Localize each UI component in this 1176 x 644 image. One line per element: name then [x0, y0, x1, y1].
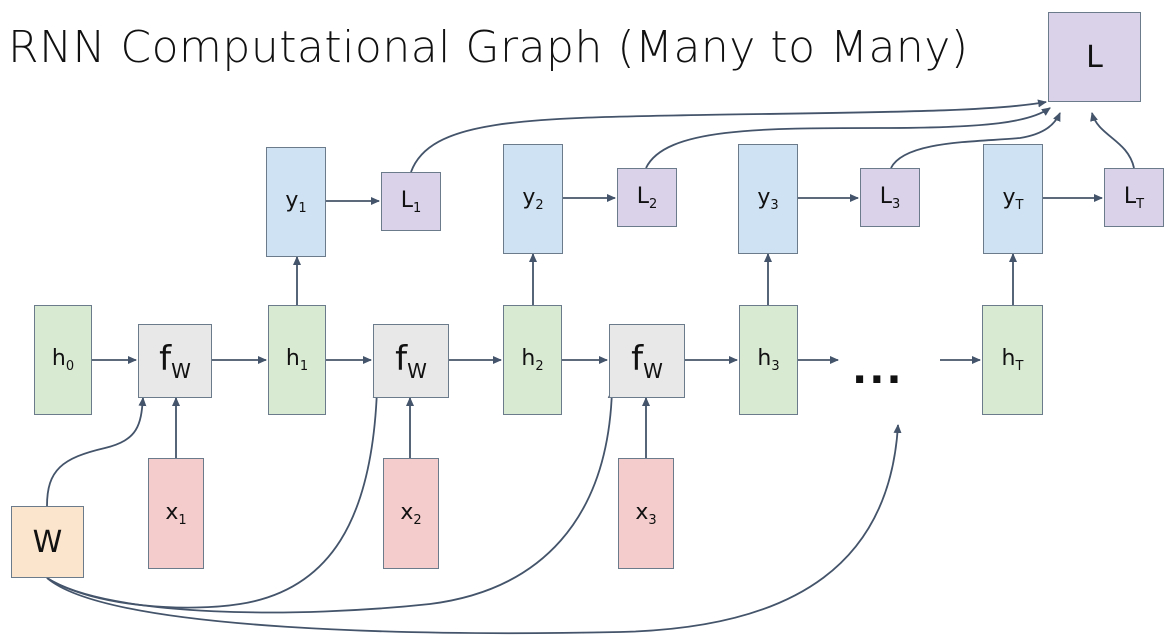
edge-L3-L [890, 112, 1061, 169]
sequence-ellipsis: ... [852, 347, 904, 393]
weights-W-label: W [32, 524, 63, 560]
function-fw-2-node: fW [373, 324, 449, 398]
edge-W-dots [46, 424, 902, 635]
edge-L2-L [645, 107, 1051, 169]
hidden-hT-node: hT [982, 305, 1043, 415]
total-loss-label: L [1086, 39, 1103, 75]
weights-W-node: W [11, 506, 84, 578]
hidden-h1-label: h1 [285, 346, 309, 374]
hidden-hT-label: hT [1001, 346, 1024, 374]
output-y2-label: y2 [522, 185, 544, 213]
hidden-h0-label: h0 [51, 346, 75, 374]
input-x3-label: x3 [635, 499, 657, 528]
function-fw-3-label: fW [631, 339, 663, 383]
edge-L1-L [410, 99, 1047, 173]
input-x3-node: x3 [618, 458, 674, 569]
loss-L2-label: L2 [636, 183, 658, 212]
edge-W-fw3 [46, 389, 616, 614]
loss-L2-node: L2 [617, 168, 677, 227]
input-x1-node: x1 [148, 458, 204, 569]
loss-L1-label: L1 [400, 187, 422, 216]
hidden-h1-node: h1 [268, 305, 326, 415]
function-fw-3-node: fW [609, 324, 685, 398]
output-yT-node: yT [983, 144, 1043, 254]
loss-L3-label: L3 [879, 183, 901, 212]
edge-W-fw1 [46, 397, 147, 507]
total-loss-node: L [1048, 12, 1141, 102]
hidden-h2-node: h2 [503, 305, 562, 415]
edge-LT-L [1090, 112, 1135, 169]
hidden-h2-label: h2 [521, 346, 544, 374]
loss-L3-node: L3 [860, 168, 920, 227]
edge-W-fw2 [46, 389, 381, 609]
hidden-h0-node: h0 [34, 305, 92, 415]
loss-LT-label: LT [1123, 183, 1145, 212]
output-y1-node: y1 [266, 147, 326, 257]
output-y3-label: y3 [757, 185, 779, 213]
page-title: RNN Computational Graph (Many to Many) [8, 22, 969, 73]
loss-LT-node: LT [1104, 168, 1164, 227]
hidden-h3-node: h3 [739, 305, 798, 415]
hidden-h3-label: h3 [757, 346, 780, 374]
output-y2-node: y2 [503, 144, 563, 254]
output-y3-node: y3 [738, 144, 798, 254]
input-x2-node: x2 [383, 458, 439, 569]
input-x1-label: x1 [165, 499, 187, 528]
input-x2-label: x2 [400, 499, 422, 528]
function-fw-1-node: fW [138, 324, 212, 398]
output-yT-label: yT [1002, 185, 1024, 213]
function-fw-1-label: fW [159, 339, 191, 383]
loss-L1-node: L1 [381, 172, 441, 231]
output-y1-label: y1 [285, 188, 307, 216]
function-fw-2-label: fW [395, 339, 427, 383]
